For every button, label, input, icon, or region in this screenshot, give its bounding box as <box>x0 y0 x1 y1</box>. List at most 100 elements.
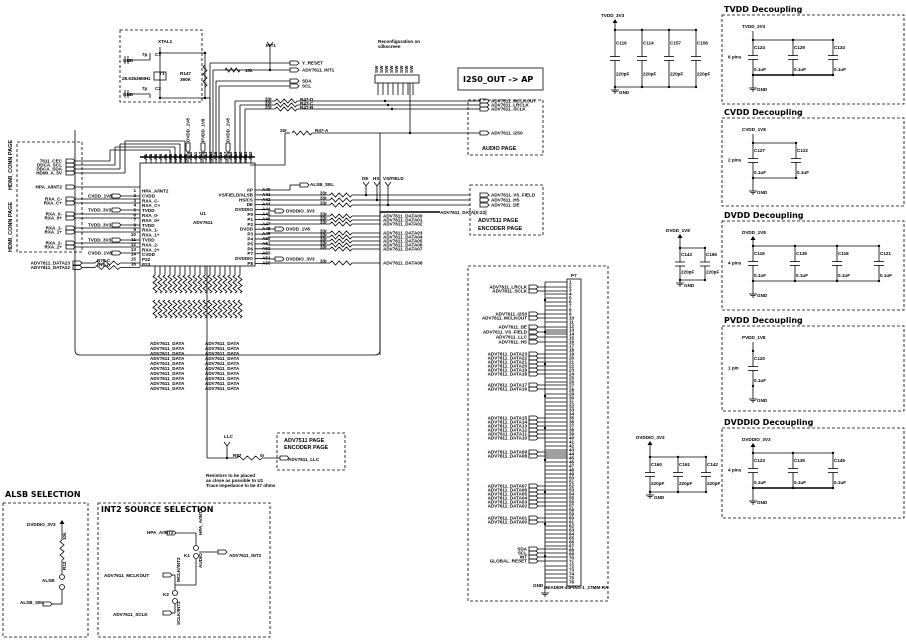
junction-dot <box>794 141 798 145</box>
u1-right-pin: DVDDIO <box>235 256 253 261</box>
header-net-label: ADV7611_DATA12 <box>488 428 528 433</box>
res-ref: R47-D <box>300 97 314 102</box>
decoupling-title: PVDD Decoupling <box>724 316 803 325</box>
net-port-icon <box>217 549 228 555</box>
header-net-port <box>528 288 539 294</box>
sync-flag-icon <box>384 181 392 187</box>
junction-dot <box>703 278 707 282</box>
hdmi-conn-page: HDMI_CONN PAGE HDMI_CONN PAGE <box>8 140 83 253</box>
bottom-net-label: ADV7611_DATA <box>205 371 240 376</box>
alsb-sel-port <box>299 182 310 188</box>
header-pin-number: 33 <box>569 408 575 413</box>
header-pin-number: 13 <box>569 328 575 333</box>
bottom-resistor <box>232 274 238 294</box>
hdmi-net-port <box>65 166 76 172</box>
header-pin-number: 10 <box>569 316 575 321</box>
switch-pin-label: SW <box>389 65 394 73</box>
data-net: ADV7611_DATA03 <box>383 231 423 236</box>
hdmi-net-port <box>65 196 76 202</box>
junction-dot <box>793 279 797 283</box>
junction-dot <box>386 203 390 207</box>
header-net-port <box>528 324 539 330</box>
u1-right-pin: P6 <box>247 246 253 251</box>
junction-dot <box>751 141 755 145</box>
cap-ref: C143 <box>681 252 692 257</box>
bottom-resistor <box>197 299 203 319</box>
u1-left-pin: RXA_2+ <box>142 247 160 252</box>
hdmi-net-port <box>65 158 76 164</box>
audio-port <box>479 98 490 104</box>
header-pin-number: 15 <box>569 336 575 341</box>
net-port-icon <box>162 610 173 616</box>
dip-switch-icon <box>374 74 420 84</box>
header-pin-number: 56 <box>569 500 575 505</box>
junction-dot <box>793 244 797 248</box>
header-pin-number: 66 <box>569 540 575 545</box>
header-net-label: ADV7611_DATA07 <box>488 484 528 489</box>
junction-dot <box>543 426 547 430</box>
hdmi-net-label: RXA_1- <box>46 226 63 231</box>
cap-ref: C127 <box>754 148 765 153</box>
u1-top-pin-number: A18 <box>228 151 233 160</box>
hs-flag: HS <box>373 176 379 181</box>
header-pin-number: 7 <box>569 304 572 309</box>
cap-ref: C122 <box>797 148 808 153</box>
junction-dot <box>791 73 795 77</box>
silk-note-2: silkscreen <box>378 44 401 49</box>
junction-dot <box>543 554 547 558</box>
switch-pin-label: SW <box>384 65 389 73</box>
header-pin-number: 8 <box>569 308 572 313</box>
u1-top-pin-number: A16 <box>218 151 223 160</box>
u1-pin-number: 10 <box>131 232 137 237</box>
cap-value: 0.1uF <box>754 480 766 485</box>
u1-top-pin-number: A20 <box>238 151 243 160</box>
junction-dot <box>225 456 229 460</box>
u1-pin-number: A53 <box>262 251 271 256</box>
u1-top-pin-number: A22 <box>248 151 253 160</box>
data-net: ADV7611_DATA05 <box>383 239 423 244</box>
junction-dot <box>364 193 368 197</box>
header-pin-number: 73 <box>569 568 575 573</box>
encoder-port <box>479 202 490 208</box>
header-pin-number: 76 <box>569 580 575 585</box>
pin-count: 1 pin <box>728 366 739 371</box>
junction-dot <box>667 85 671 89</box>
junction-dot <box>791 451 795 455</box>
header-net-port <box>528 554 539 560</box>
header-pin-number: 35 <box>569 416 575 421</box>
header-pin-number: 26 <box>569 380 575 385</box>
u1-pin-number: 4 <box>133 203 136 208</box>
header-net-port <box>528 419 539 425</box>
crystal-value: 28.63636MHz <box>122 76 151 81</box>
header-pin-number: 14 <box>569 332 575 337</box>
switch-pin-label: SW <box>409 65 414 73</box>
header-net-label: ADV7611_LRCLK <box>489 285 527 290</box>
sync-resistor <box>329 197 353 203</box>
junction-dot <box>751 451 755 455</box>
alsb-pin: ALSB <box>42 578 55 583</box>
jumper-pin-icon <box>172 598 178 604</box>
header-gnd: GND <box>533 583 544 588</box>
u1-top-pin-number: A17 <box>223 151 228 160</box>
header-pin-number: 50 <box>569 476 575 481</box>
res-value: 33r <box>320 196 327 201</box>
u1-left-pin: RXA_1+ <box>142 233 160 238</box>
int2-pin-audio: AUDIO <box>198 553 203 568</box>
power-port <box>200 142 206 154</box>
hdmi-net-label: RXA_2- <box>46 241 63 246</box>
junction-dot <box>831 73 835 77</box>
bottom-resistor <box>222 274 228 294</box>
header-net-port <box>528 453 539 459</box>
crystal-r-ref: R147 <box>180 71 191 76</box>
header-net-label: ADV7611_DATA03 <box>488 500 528 505</box>
header-pin-number: 34 <box>569 412 575 417</box>
header-pin-number: 32 <box>569 404 575 409</box>
header-net-label: ADV7611_DE <box>498 325 527 330</box>
left-res-ref: R78-D <box>97 263 111 268</box>
hdmi-net-port <box>65 184 76 190</box>
junction-dot <box>543 362 547 366</box>
bottom-resistor <box>177 299 183 319</box>
junction-dot <box>676 455 680 459</box>
data-resistor <box>329 221 353 227</box>
